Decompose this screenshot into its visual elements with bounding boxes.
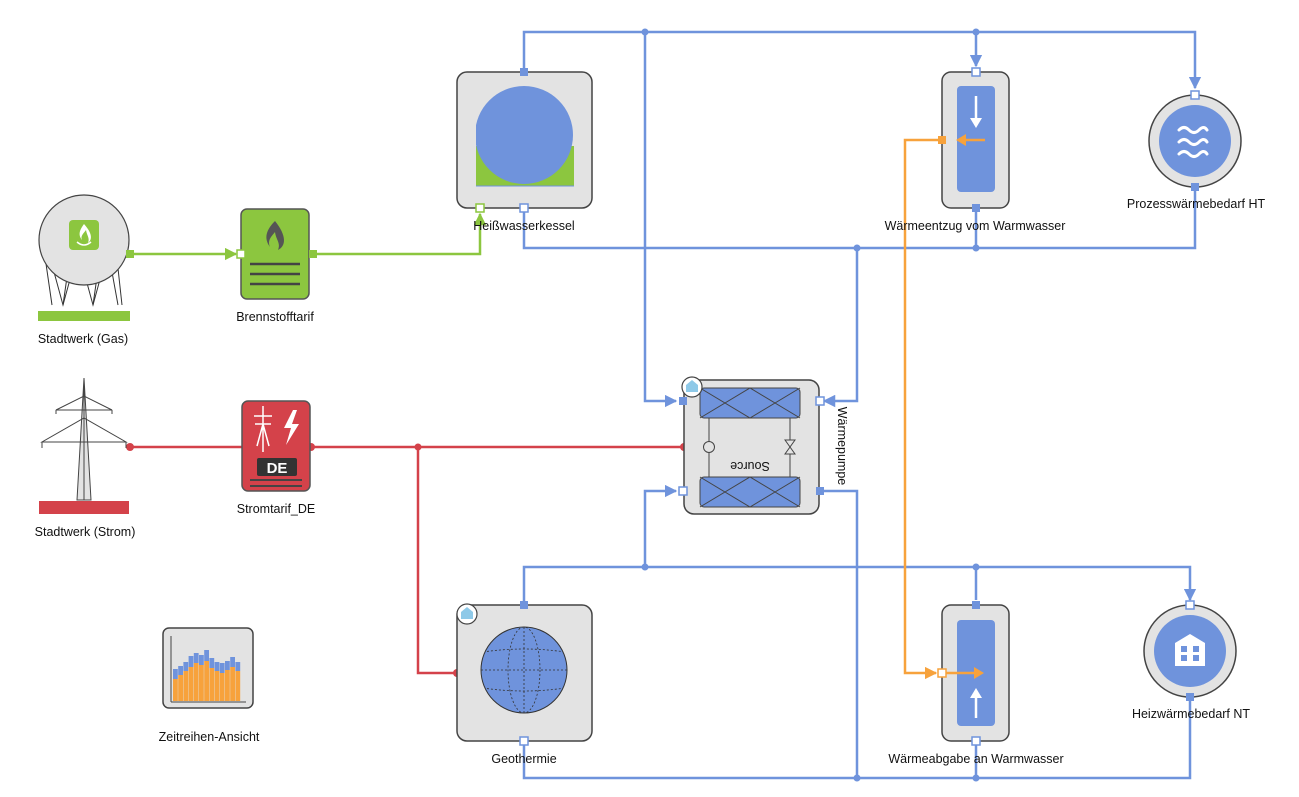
hot-water-boiler-label: Heißwasserkessel <box>473 219 574 233</box>
power-pylon-icon <box>40 377 128 501</box>
heat-exchanger-icon <box>699 387 801 508</box>
pipe-top-header[interactable] <box>522 30 1202 90</box>
thumbnail-bar-bottom <box>178 675 183 701</box>
thumbnail-bar-bottom <box>225 670 230 701</box>
thumbnail-bar-top <box>183 662 189 671</box>
hot-water-lines <box>903 138 942 680</box>
thumbnail-bar-bottom <box>230 667 235 701</box>
thumbnail-bar-bottom <box>199 665 204 701</box>
fuel-tariff-label: Brennstofftarif <box>236 310 314 324</box>
timeseries-view-label: Zeitreihen-Ansicht <box>159 730 260 744</box>
thumbnail-bar-bottom <box>219 673 225 701</box>
thumbnail-bar-bottom <box>183 671 189 701</box>
thumbnail-bar-bottom <box>173 679 178 701</box>
thumbnail-bar-top <box>188 656 194 667</box>
power-supplier-node[interactable]: Stadtwerk (Strom) <box>35 377 136 539</box>
flame-icon <box>266 221 285 250</box>
process-heat-demand-node[interactable]: Prozesswärmebedarf HT <box>1127 90 1266 211</box>
geothermal-badge-icon <box>456 603 478 625</box>
thumbnail-bar-top <box>219 663 225 673</box>
pipe-geo-to-heat-pump[interactable] <box>643 484 678 567</box>
hot-water-boiler-node[interactable]: Heißwasserkessel <box>456 68 593 233</box>
thumbnail-bar-top <box>230 657 235 667</box>
boiler-icon <box>476 86 574 187</box>
gas-supplier-label: Stadtwerk (Gas) <box>38 332 128 346</box>
process-heat-demand-label: Prozesswärmebedarf HT <box>1127 197 1266 211</box>
heat-extraction-node[interactable]: Wärmeentzug vom Warmwasser <box>885 67 1066 233</box>
space-heating-demand-label: Heizwärmebedarf NT <box>1132 707 1250 721</box>
tariff-lines <box>250 262 300 286</box>
electric-lines <box>130 445 684 675</box>
bar-chart-icon <box>170 636 246 703</box>
thumbnail-bar-bottom <box>193 663 199 701</box>
arrow-left-icon <box>956 134 985 146</box>
power-tariff-node[interactable]: DE Stromtarif_DE <box>237 400 316 516</box>
geothermal-node[interactable]: Geothermie <box>456 601 593 766</box>
thumbnail-bar-bottom <box>235 671 241 701</box>
line-storage-loop[interactable] <box>903 138 942 680</box>
power-tariff-badge: DE <box>267 460 288 477</box>
fuel-tariff-node[interactable]: Brennstofftarif <box>236 208 317 324</box>
power-tariff-label: Stromtarif_DE <box>237 502 316 516</box>
gas-tank-icon <box>38 194 130 321</box>
globe-icon <box>480 626 568 714</box>
heat-release-label: Wärmeabgabe an Warmwasser <box>888 752 1063 766</box>
thumbnail-bar-top <box>193 653 199 663</box>
thumbnail-bar-bottom <box>214 671 220 701</box>
thumbnail-bar-bottom <box>188 667 194 701</box>
thumbnail-bar-top <box>209 658 215 668</box>
line-tariff-to-boiler[interactable] <box>313 212 487 256</box>
power-supplier-label: Stadtwerk (Strom) <box>35 525 136 539</box>
thumbnail-bar-top <box>214 662 220 671</box>
thumbnail-bar-top <box>225 661 230 670</box>
thumbnail-bar-top <box>235 662 241 671</box>
lightning-icon <box>254 406 299 452</box>
heat-pipes <box>522 30 1202 780</box>
pipe-heat-pump-to-return[interactable] <box>820 489 859 778</box>
heat-pump-node[interactable]: Source Wärmepumpe <box>678 376 849 515</box>
arrow-right-icon <box>945 667 984 679</box>
line-to-geothermal[interactable] <box>416 447 457 675</box>
arrow-down-icon <box>970 96 982 128</box>
arrow-up-icon <box>970 688 982 718</box>
pipe-top-return[interactable] <box>522 188 1197 250</box>
pipe-header-to-heat-pump[interactable] <box>643 32 678 408</box>
thumbnail-bar-bottom <box>204 661 209 701</box>
timeseries-view-node[interactable]: Zeitreihen-Ansicht <box>159 627 260 744</box>
waves-icon <box>1177 126 1209 158</box>
thumbnail-bar-top <box>173 669 178 679</box>
thumbnail-bar-top <box>204 650 209 661</box>
geothermal-label: Geothermie <box>491 752 556 766</box>
space-heating-demand-node[interactable]: Heizwärmebedarf NT <box>1132 600 1250 721</box>
pipe-return-to-heat-pump[interactable] <box>822 248 859 408</box>
gas-lines <box>130 212 487 261</box>
heat-pump-label: Wärmepumpe <box>835 407 849 486</box>
heat-pump-badge-icon <box>681 376 703 398</box>
thumbnail-bar-top <box>178 666 183 675</box>
building-icon <box>1175 634 1205 666</box>
heat-release-node[interactable]: Wärmeabgabe an Warmwasser <box>888 601 1064 766</box>
heat-pump-source-label: Source <box>730 459 770 473</box>
thumbnail-bar-top <box>199 655 204 665</box>
heat-extraction-label: Wärmeentzug vom Warmwasser <box>885 219 1066 233</box>
thumbnail-bar-bottom <box>209 668 215 701</box>
gas-supplier-node[interactable]: Stadtwerk (Gas) <box>38 194 134 346</box>
